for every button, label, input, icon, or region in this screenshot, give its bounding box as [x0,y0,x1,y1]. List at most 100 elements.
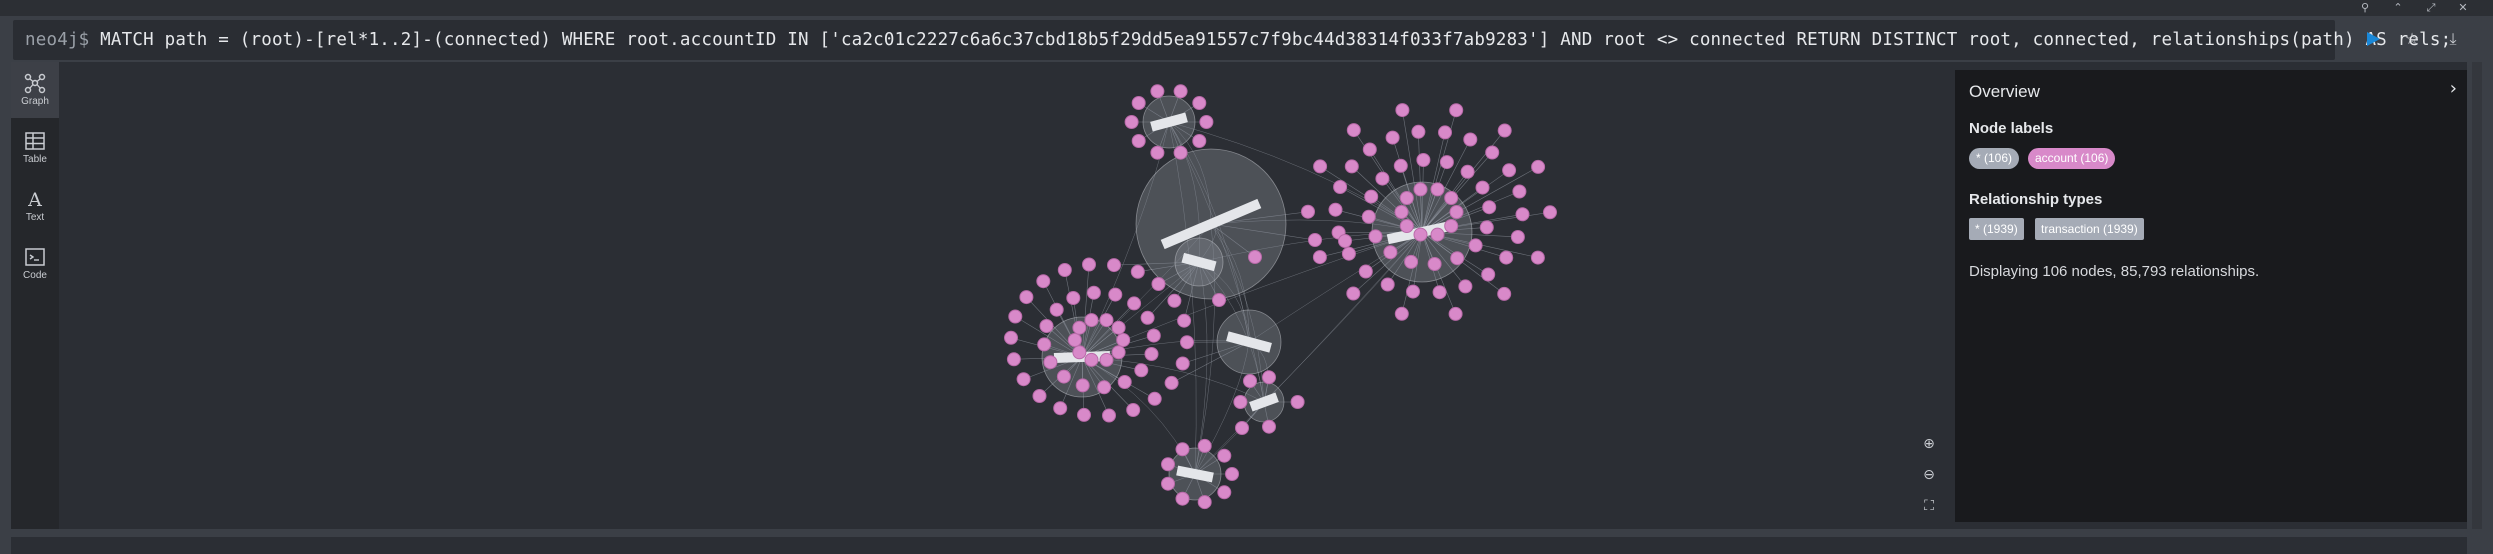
graph-node[interactable] [1460,164,1475,179]
graph-node[interactable] [1161,476,1175,491]
graph-node[interactable] [1468,238,1483,253]
query-text[interactable]: neo4j$ MATCH path = (root)-[rel*1..2]-(c… [25,30,2451,50]
graph-node[interactable] [1150,145,1165,160]
graph-node[interactable] [1124,115,1139,129]
rail-text[interactable]: A Text [11,178,59,234]
graph-node[interactable] [1233,395,1248,409]
query-string[interactable]: MATCH path = (root)-[rel*1..2]-(connecte… [100,30,2452,50]
graph-node[interactable] [1072,320,1087,335]
graph-node[interactable] [1290,395,1305,409]
graph-node[interactable] [1039,319,1054,333]
graph-node[interactable] [1510,230,1525,244]
graph-node[interactable] [1346,286,1361,301]
rail-table[interactable]: Table [11,120,59,176]
graph-node[interactable] [1084,352,1099,367]
zoom-in-button[interactable]: ⊕ [1917,432,1941,456]
graph-node[interactable] [1049,302,1064,317]
graph-node[interactable] [1131,134,1146,148]
graph-node[interactable] [1458,279,1473,294]
graph-node[interactable] [1086,285,1101,300]
graph-node[interactable] [1008,309,1023,324]
graph-node[interactable] [1432,285,1447,300]
graph-node[interactable] [1499,250,1514,265]
graph-node[interactable] [1004,330,1018,345]
download-button[interactable]: ⤓ [2442,28,2464,50]
graph-node[interactable] [1225,467,1239,481]
graph-node[interactable] [1147,391,1162,406]
graph-node[interactable] [1235,421,1249,435]
graph-node[interactable] [1444,191,1459,205]
graph-node[interactable] [1301,204,1315,219]
graph-node[interactable] [1530,250,1545,265]
graph-node[interactable] [1482,200,1497,215]
graph-node[interactable] [1313,159,1328,174]
graph-node[interactable] [1173,145,1188,160]
graph-node[interactable] [1032,389,1047,403]
run-button[interactable] [2361,28,2383,50]
graph-node[interactable] [1057,263,1072,277]
graph-node[interactable] [1262,419,1276,434]
graph-node[interactable] [1362,142,1377,157]
graph-node[interactable] [1430,227,1445,242]
graph-node[interactable] [1449,205,1464,219]
graph-node[interactable] [1016,372,1031,387]
node-label-all-pill[interactable]: * (106) [1969,148,2020,169]
graph-node[interactable] [1312,250,1327,265]
graph-node[interactable] [1146,328,1161,343]
graph-node[interactable] [1043,355,1058,370]
graph-node[interactable] [1358,264,1373,279]
graph-node[interactable] [1439,155,1454,170]
graph-node[interactable] [1394,306,1409,321]
graph-node[interactable] [1037,337,1052,352]
node-label-account-pill[interactable]: account (106) [2028,148,2116,169]
rel-type-all-pill[interactable]: * (1939) [1969,218,2024,240]
graph-node[interactable] [1056,369,1071,384]
graph-node[interactable] [1475,180,1490,195]
graph-node[interactable] [1199,115,1214,129]
graph-node[interactable] [1111,320,1126,335]
graph-node[interactable] [1346,123,1361,138]
graph-node[interactable] [1463,132,1478,147]
graph-node[interactable] [1543,205,1557,220]
graph-node[interactable] [1067,333,1082,347]
graph-node[interactable] [1161,457,1175,472]
graph-node[interactable] [1341,246,1356,261]
graph-node[interactable] [1450,251,1465,266]
graph-node[interactable] [1053,401,1068,416]
graph-node[interactable] [1212,293,1226,307]
graph-node[interactable] [1248,250,1262,264]
graph-node[interactable] [1404,254,1419,269]
graph-node[interactable] [1006,352,1021,367]
graph-node[interactable] [1399,219,1414,233]
graph-node[interactable] [1413,182,1428,197]
graph-node[interactable] [1130,264,1145,279]
graph-node[interactable] [1449,103,1464,118]
graph-node[interactable] [1126,403,1141,417]
graph-node[interactable] [1102,408,1116,423]
graph-node[interactable] [1192,96,1207,110]
favorite-button[interactable]: ☆ [2401,28,2423,50]
graph-node[interactable] [1375,171,1390,186]
graph-node[interactable] [1175,491,1190,506]
graph-node[interactable] [1131,96,1146,110]
graph-node[interactable] [1066,291,1081,305]
graph-node[interactable] [1140,310,1155,325]
graph-node[interactable] [1515,207,1530,222]
graph-node[interactable] [1173,84,1188,99]
graph-node[interactable] [1338,234,1352,248]
graph-node[interactable] [1416,153,1431,167]
graph-node[interactable] [1485,145,1500,160]
graph-node[interactable] [1167,293,1182,308]
graph-node[interactable] [1413,227,1428,242]
graph-node[interactable] [1175,442,1190,457]
graph-node[interactable] [1393,158,1408,173]
graph-node[interactable] [1072,345,1087,360]
graph-node[interactable] [1395,103,1410,118]
graph-node[interactable] [1479,220,1494,235]
graph-node[interactable] [1144,347,1159,361]
graph-node[interactable] [1481,267,1496,282]
graph-node[interactable] [1217,448,1232,463]
graph-node[interactable] [1394,205,1409,219]
graph-node[interactable] [1107,258,1121,273]
graph-node[interactable] [1243,374,1257,388]
